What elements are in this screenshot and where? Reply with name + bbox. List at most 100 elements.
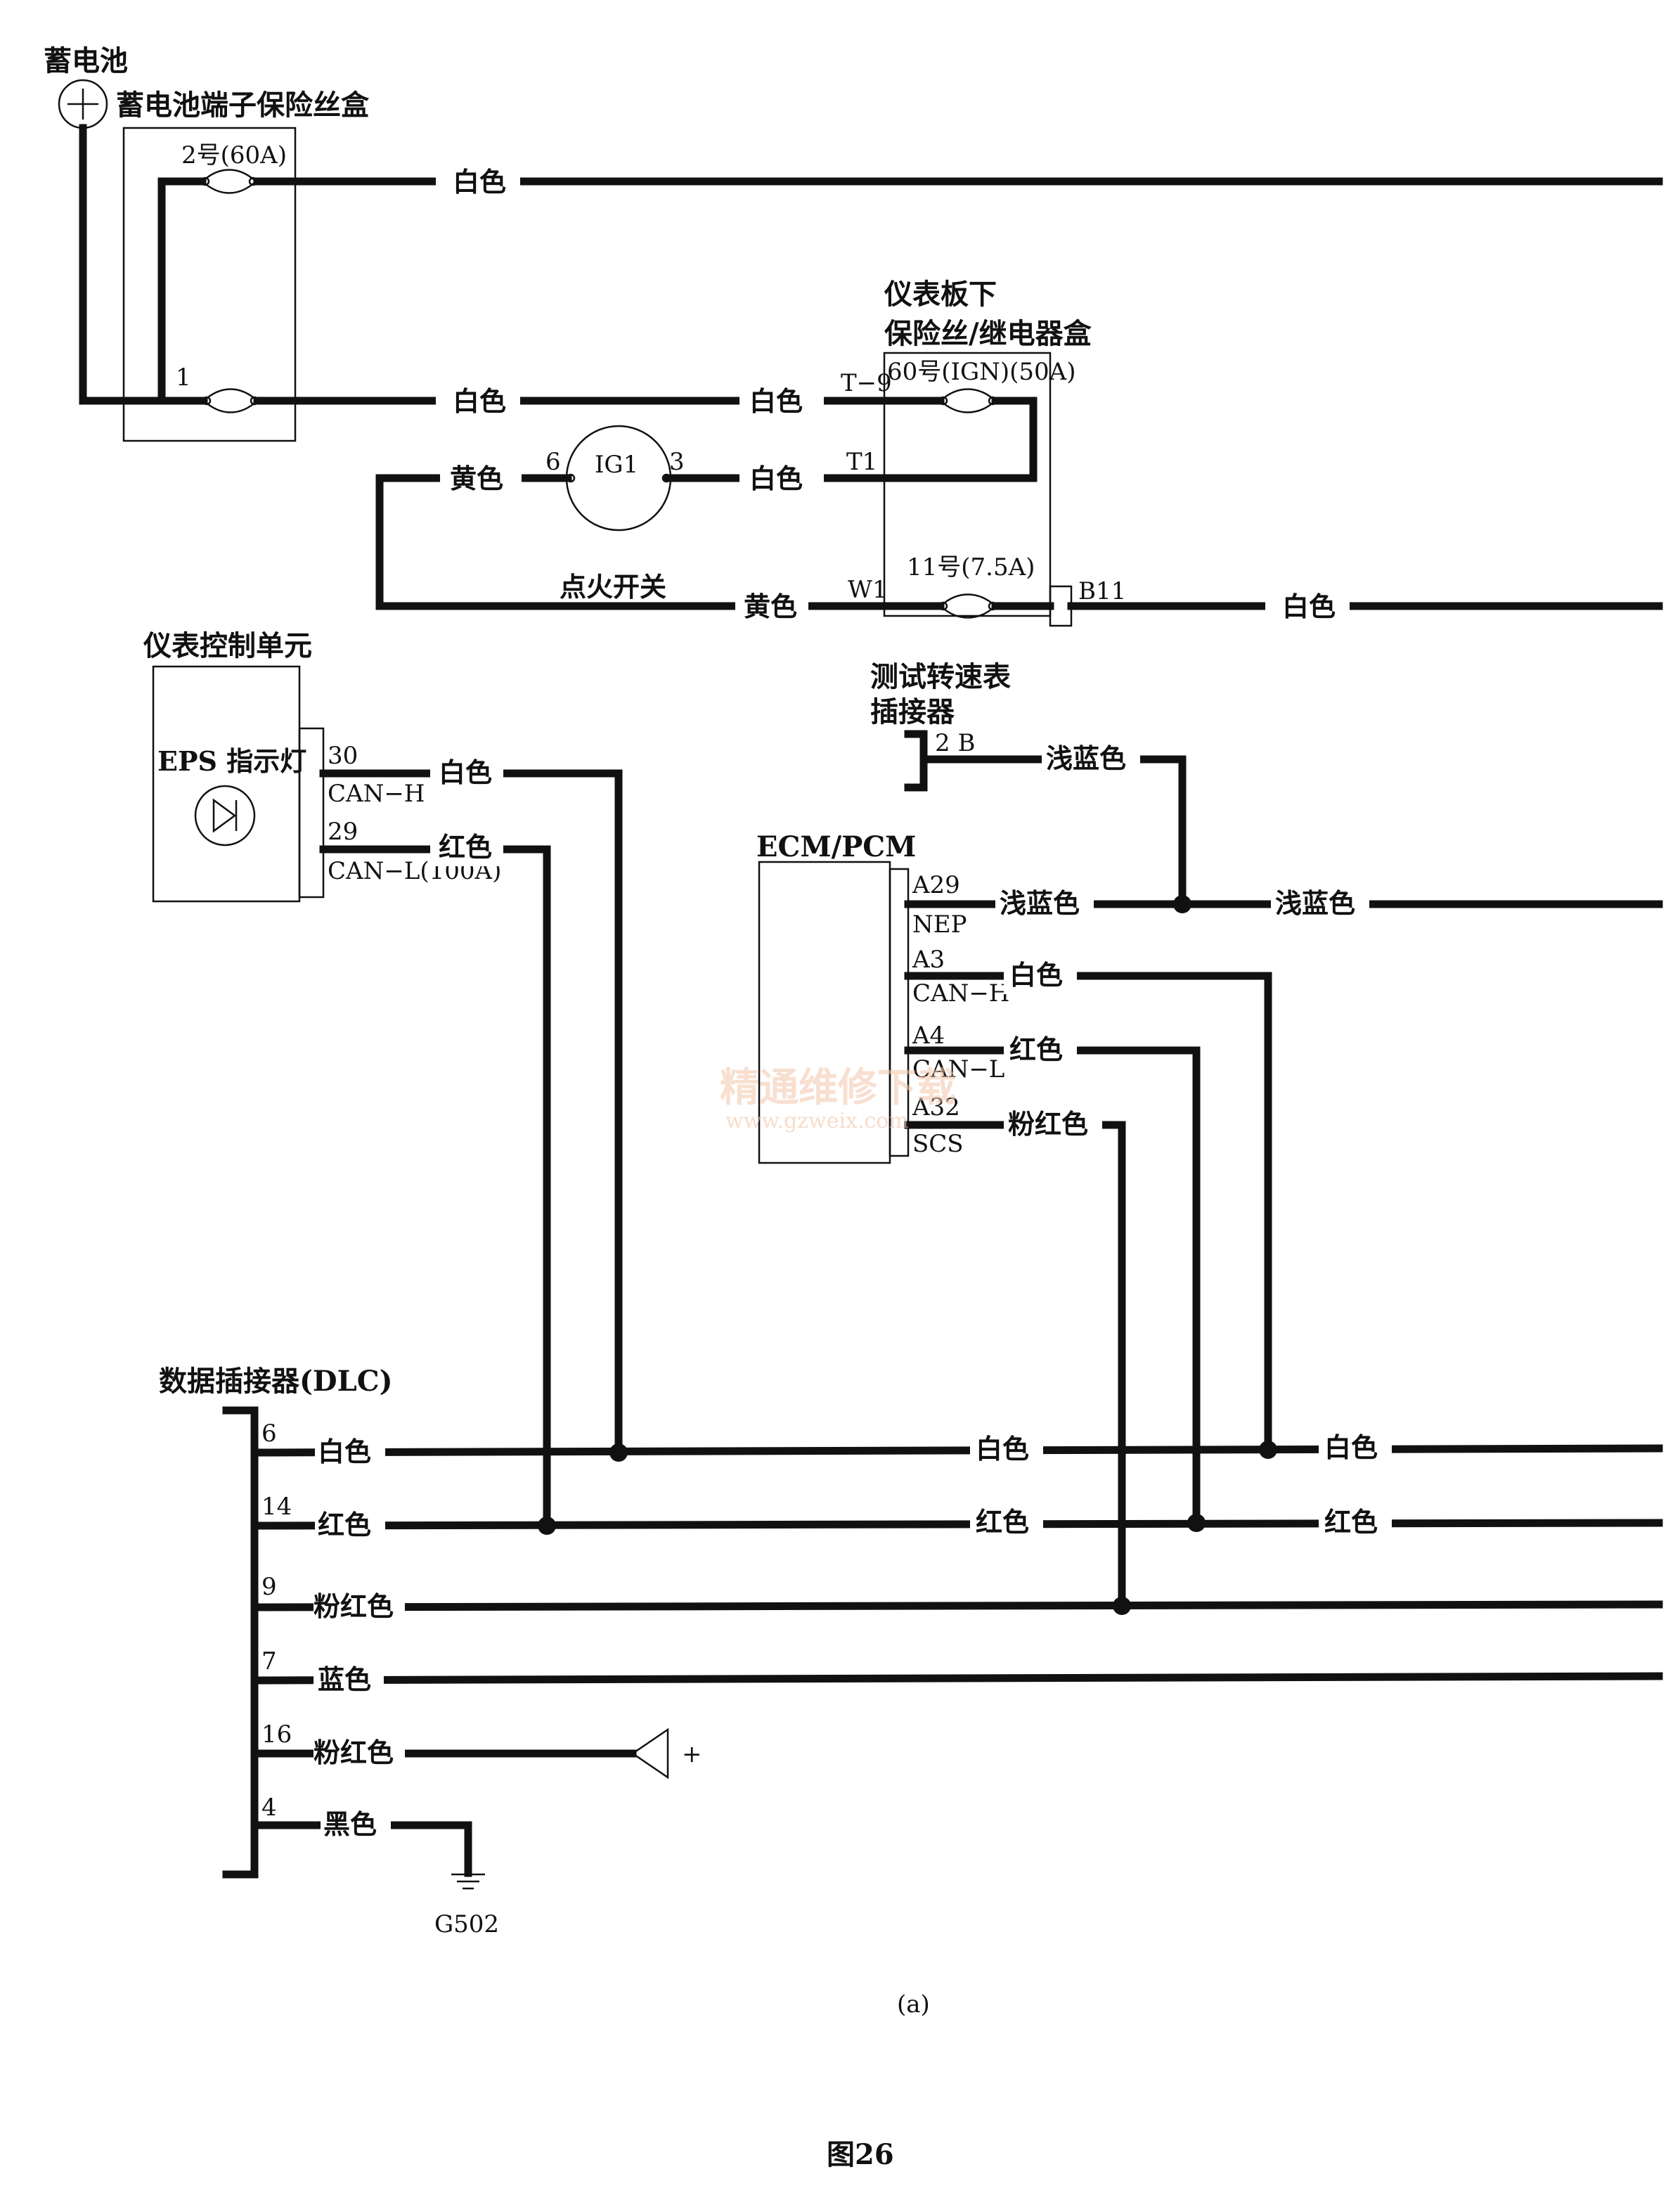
wire-label-pink-ecm: 粉红色 [1008, 1108, 1088, 1140]
ecm-label: ECM/PCM [756, 830, 916, 863]
label-bg [430, 830, 503, 866]
dlc-label: 数据插接器(DLC) [159, 1365, 393, 1398]
tacho-wire [919, 755, 1187, 908]
wire-label-white-3: 白色 [749, 385, 803, 417]
ig-terminal-3 [661, 473, 671, 483]
wire-label-red-canl: 红色 [439, 831, 492, 863]
terminal-triangle [631, 1727, 669, 1780]
label-bg [430, 755, 503, 792]
dash-box-wires [880, 397, 1663, 610]
eps-lamp-icon [194, 785, 256, 847]
dlc-bracket [222, 1406, 259, 1879]
junction-canl-meter [538, 1517, 556, 1535]
ig-terminal-6 [566, 473, 576, 483]
ecm-pin-a29: A29 [912, 871, 960, 899]
wire-label-yellow-2: 黄色 [744, 591, 797, 622]
junction-canh-ecm [1259, 1441, 1277, 1459]
watermark-url: www.gzweix.com [725, 1109, 909, 1133]
figure-caption: 图26 [827, 2138, 894, 2171]
junction-canh-meter [609, 1443, 628, 1462]
ig-pin-6: 6 [545, 448, 561, 476]
fuse-2-symbol [202, 169, 257, 194]
fuse-60-label: 60号(IGN)(50A) [887, 358, 1075, 386]
dlc-pin-9: 9 [261, 1573, 277, 1601]
label-bg [314, 1589, 405, 1624]
label-bg [436, 382, 520, 419]
diode-triangle [212, 798, 237, 833]
pin-t9: T−9 [841, 369, 892, 397]
ig-pin-3: 3 [669, 448, 685, 476]
battery-fuse-box [122, 127, 297, 442]
label-bg [995, 886, 1094, 922]
wire-label-lightblue-tacho: 浅蓝色 [1046, 742, 1126, 774]
battery-section: 蓄电池 蓄电池端子保险丝盒 2号(60A) 1 [44, 44, 370, 442]
dlc-6-wire [250, 1444, 1663, 1457]
tacho-label-2: 插接器 [870, 695, 955, 728]
fuse-11-label: 11号(7.5A) [907, 553, 1035, 581]
fuse-2-label: 2号(60A) [181, 141, 287, 169]
wire-label-white-right: 白色 [1324, 1431, 1378, 1463]
dash-box-outline [883, 352, 1052, 617]
label-bg [440, 460, 522, 496]
watermark-cn: 精通维修下载 [720, 1064, 956, 1111]
dlc-pin-16: 16 [261, 1720, 292, 1749]
label-bg [1004, 958, 1077, 994]
eps-lamp-label: EPS 指示灯 [157, 745, 306, 777]
wire-label-white-ecm: 白色 [1009, 959, 1063, 991]
dash-box-title-2: 保险丝/继电器盒 [884, 317, 1092, 350]
wire-label-red-right: 红色 [1324, 1506, 1378, 1538]
fuse-11-symbol [940, 593, 997, 619]
label-bg [315, 1507, 385, 1543]
wire-label-red-mid: 红色 [976, 1506, 1029, 1538]
battery-wires [79, 124, 1663, 405]
dlc-pin-14: 14 [261, 1493, 292, 1521]
tacho-pin-2b: 2 B [935, 729, 975, 757]
label-bg [739, 460, 824, 496]
label-bg [1265, 588, 1350, 624]
ecm-pin-scs: SCS [912, 1130, 964, 1158]
battery-fuse-box-label: 蓄电池端子保险丝盒 [116, 89, 370, 122]
fuse-60-loop-wire [880, 397, 1038, 482]
ground-label: G502 [434, 1910, 499, 1938]
label-bg [1042, 741, 1140, 778]
terminal-plus: + [682, 1740, 702, 1768]
wire-label-red-ecm: 红色 [1009, 1034, 1063, 1065]
label-bg [739, 382, 824, 419]
wire-label-pink-dlc16: 粉红色 [314, 1737, 394, 1768]
meter-unit-label: 仪表控制单元 [143, 629, 312, 662]
tacho-label-1: 测试转速表 [870, 660, 1011, 693]
ground-g502: G502 [434, 1873, 499, 1938]
wire-label-white-dlc6: 白色 [318, 1436, 371, 1467]
ecm-pin-canl: CAN−L [912, 1055, 1004, 1083]
wire-label-white-mid: 白色 [976, 1433, 1029, 1465]
junction-canl-ecm [1187, 1514, 1206, 1532]
fuse-2-feed-wire [157, 177, 207, 405]
meter-wires [319, 769, 623, 1530]
wire-label-white-b11: 白色 [1282, 591, 1336, 622]
dlc-pin-6: 6 [261, 1420, 277, 1448]
ignition-switch: IG1 6 3 点火开关 [375, 425, 889, 610]
label-bg [1004, 1032, 1077, 1069]
ecm-pin-canh: CAN−H [912, 979, 1009, 1008]
label-bg [314, 1662, 384, 1697]
label-bg [315, 1434, 385, 1469]
sub-caption: (a) [897, 1990, 930, 2019]
wire-label-red-dlc14: 红色 [318, 1509, 371, 1540]
wire-label-blue-dlc7: 蓝色 [318, 1663, 371, 1695]
dlc-wires [250, 1444, 1663, 1877]
ig-switch-name: 点火开关 [560, 571, 666, 603]
dash-fuse-relay-box: 仪表板下 保险丝/继电器盒 60号(IGN)(50A) 11号(7.5A) [883, 278, 1092, 627]
label-bg [1319, 1430, 1392, 1465]
ig-switch-label: IG1 [595, 451, 638, 479]
dlc-14-wire [250, 1519, 1663, 1530]
ecm-pin-nep: NEP [912, 910, 967, 939]
wire-label-pink-dlc9: 粉红色 [314, 1590, 394, 1622]
wire-label-white-1: 白色 [453, 166, 506, 198]
fuse-1-label: 1 [176, 363, 191, 392]
wire-label-lightblue-out: 浅蓝色 [1275, 887, 1355, 919]
pin-b11: B11 [1078, 577, 1126, 605]
pin-t1: T1 [846, 448, 877, 476]
label-bg [1319, 1505, 1392, 1540]
ecm-pin-a32: A32 [912, 1093, 960, 1121]
meter-canl-wire [319, 845, 551, 1530]
